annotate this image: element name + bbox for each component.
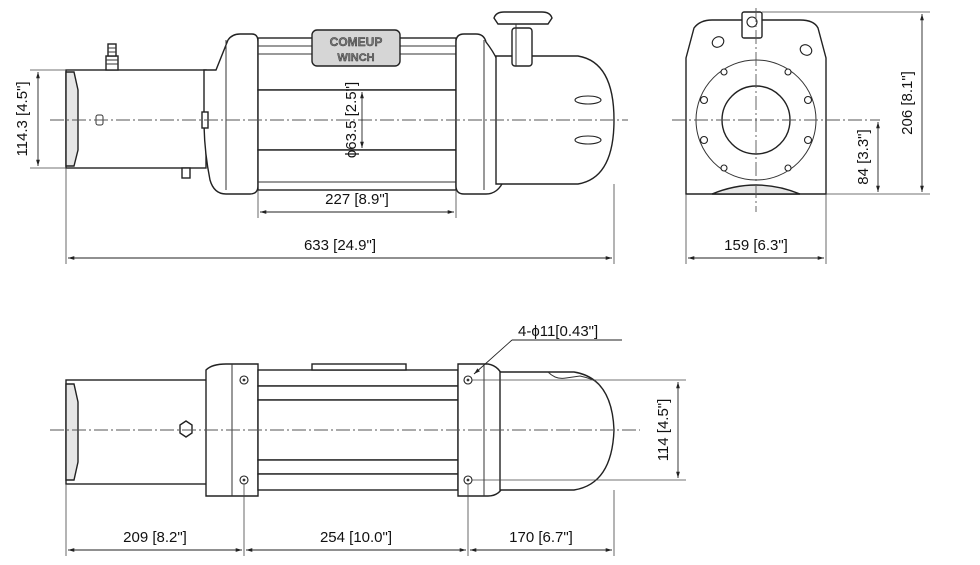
side-bolt-holes <box>699 68 813 172</box>
dim-plan-hole-spacing: 114 [4.5"] <box>472 379 686 481</box>
brand-logo: COMEUP WINCH <box>311 29 401 67</box>
plan-mount-holes <box>239 375 473 485</box>
side-right-ear-hole <box>799 44 813 56</box>
dim-plan-bolt-spacing: 254 [10.0"] <box>320 529 392 546</box>
dim-front-motor-height: 114.3 [4.5"] <box>14 69 66 169</box>
plan-gearbox-housing <box>499 371 615 491</box>
plan-motor-endcap <box>65 383 79 481</box>
plan-logo-plate-edge <box>311 363 407 371</box>
svg-text:4-ϕ11[0.43"]: 4-ϕ11[0.43"] <box>518 323 598 340</box>
svg-text:227 [8.9"]: 227 [8.9"] <box>325 191 389 208</box>
dim-plan-motor-length: 209 [8.2"] <box>123 529 187 546</box>
plan-upper-tie-bar <box>257 369 459 387</box>
side-view: 206 [8.1"] 84 [3.3"] 159 [6.3"] <box>672 8 930 264</box>
svg-text:114.3 [4.5"]: 114.3 [4.5"] <box>14 81 31 156</box>
svg-text:84 [3.3"]: 84 [3.3"] <box>855 129 872 184</box>
dim-front-overall-length: 633 [24.9"] <box>65 168 615 264</box>
plan-view: 4-ϕ11[0.43"] 114 [4.5"] 209 [8.2"] 254 [… <box>50 323 686 556</box>
svg-text:114 [4.5"]: 114 [4.5"] <box>655 399 672 462</box>
svg-text:633 [24.9"]: 633 [24.9"] <box>304 237 376 254</box>
front-motor-body <box>65 69 207 169</box>
plan-lower-tie-bar <box>257 473 459 491</box>
dim-side-width: 159 [6.3"] <box>685 194 827 264</box>
plan-lower-rail <box>257 459 459 475</box>
side-left-ear-hole <box>711 36 725 48</box>
svg-text:WINCH: WINCH <box>337 52 374 64</box>
motor-terminal-icon <box>105 43 119 71</box>
plan-motor-stud-icon <box>179 420 193 438</box>
plan-lever-outline <box>547 371 601 387</box>
dim-side-center-height: 84 [3.3"] <box>855 122 880 192</box>
svg-text:206 [8.1"]: 206 [8.1"] <box>899 71 916 135</box>
dim-plan-length-chain: 209 [8.2"] 254 [10.0"] 170 [6.7"] <box>65 484 615 556</box>
clutch-lever-icon <box>493 11 553 67</box>
dim-front-drum-diameter: ϕ63.5 [2.5"] <box>343 82 364 158</box>
plan-upper-rail <box>257 385 459 401</box>
svg-text:159 [6.3"]: 159 [6.3"] <box>724 237 788 254</box>
dim-plan-mount-holes: 4-ϕ11[0.43"] <box>473 323 622 375</box>
gearbox-vent-slots-icon <box>574 95 602 145</box>
dim-front-drum-length: 227 [8.9"] <box>257 190 457 218</box>
front-view: COMEUP WINCH 114.3 [4.5"] <box>14 11 628 264</box>
svg-text:ϕ63.5 [2.5"]: ϕ63.5 [2.5"] <box>343 82 360 158</box>
front-motor-endcap <box>65 71 79 167</box>
front-lower-tie-bar <box>257 149 457 191</box>
motor-bottom-stud <box>181 167 191 179</box>
svg-text:COMEUP: COMEUP <box>330 35 383 49</box>
front-left-end-bracket <box>203 33 259 195</box>
side-clutch-tab-icon <box>741 11 763 39</box>
dim-side-total-height: 206 [8.1"] <box>762 11 930 195</box>
dim-plan-gearbox-length: 170 [6.7"] <box>509 529 573 546</box>
